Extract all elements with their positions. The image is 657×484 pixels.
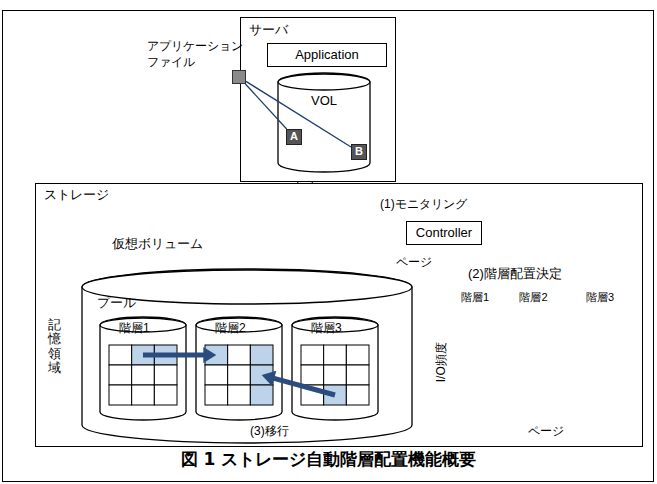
page-cell [205, 345, 228, 365]
migration-arrow [272, 378, 335, 395]
arrow-head [203, 347, 216, 363]
page-cell [109, 365, 132, 385]
page-cell [346, 365, 369, 385]
controller-box: Controller [406, 221, 482, 245]
node-text: サーバ [241, 18, 395, 42]
node-text: プール [81, 269, 413, 311]
page-cell [205, 385, 228, 405]
file-link-line [246, 81, 351, 147]
page-cell [250, 365, 273, 385]
page-cell [132, 365, 155, 385]
connector [262, 371, 335, 395]
page-cell [109, 345, 132, 365]
tier-cylinder: 階層3 [291, 317, 379, 421]
node-text: VOL [277, 73, 371, 109]
page-cell [154, 365, 177, 385]
file-link-line [245, 84, 286, 129]
file-label: アプリケーション ファイル [147, 39, 251, 70]
migration-arrow [143, 353, 205, 358]
page-cell [132, 345, 155, 365]
figure-caption: 図 1 ストレージ自動階層配置機能概要 [0, 449, 657, 469]
page-cell [154, 385, 177, 405]
page-cell [250, 385, 273, 405]
storage-box: ストレージ Controller プール階層1 階層2 階層3 [35, 183, 643, 447]
cylinder-body [100, 317, 186, 420]
node-text: 階層3 [291, 317, 379, 335]
page-cell [228, 385, 251, 405]
page-cell [346, 345, 369, 365]
connector [245, 84, 286, 129]
page-cell [132, 385, 155, 405]
node-text: ストレージ [36, 184, 642, 206]
server-box: サーバApplicationVOL A B [240, 17, 396, 182]
page-cell [301, 365, 324, 385]
page-cell [324, 345, 347, 365]
cylinder-body [82, 269, 412, 443]
tier-cylinder: 階層2 [195, 317, 283, 421]
page-cell [205, 365, 228, 385]
application-box: Application [267, 43, 387, 67]
node-text: A [287, 130, 301, 143]
page-cell [301, 385, 324, 405]
page-cell [324, 385, 347, 405]
application-file-icon: アプリケーション ファイル [232, 70, 246, 84]
node-text: Application [268, 44, 386, 65]
file-block: B [351, 144, 367, 160]
node-text: Controller [407, 222, 481, 243]
arrow-head [262, 371, 277, 386]
cylinder-top [278, 74, 370, 90]
tier-cylinder: 階層1 [99, 317, 187, 421]
file-block: A [286, 129, 302, 145]
node-text: 階層1 [99, 317, 187, 335]
page-cell [228, 345, 251, 365]
cylinder-body [278, 73, 370, 172]
connector [246, 81, 351, 147]
page-cell [109, 385, 132, 405]
page-cell [324, 365, 347, 385]
page-cell [346, 385, 369, 405]
connector [143, 347, 216, 363]
cylinder-body [196, 317, 282, 420]
page-cell [154, 345, 177, 365]
pool-cylinder: プール階層1 階層2 階層3 [81, 269, 413, 444]
node-text: 階層2 [195, 317, 283, 335]
page-cell [228, 365, 251, 385]
page-cell [250, 345, 273, 365]
page-cell [301, 345, 324, 365]
node-text: B [352, 145, 366, 158]
cylinder-body [292, 317, 378, 420]
volume-cylinder: VOL A B [277, 73, 371, 173]
